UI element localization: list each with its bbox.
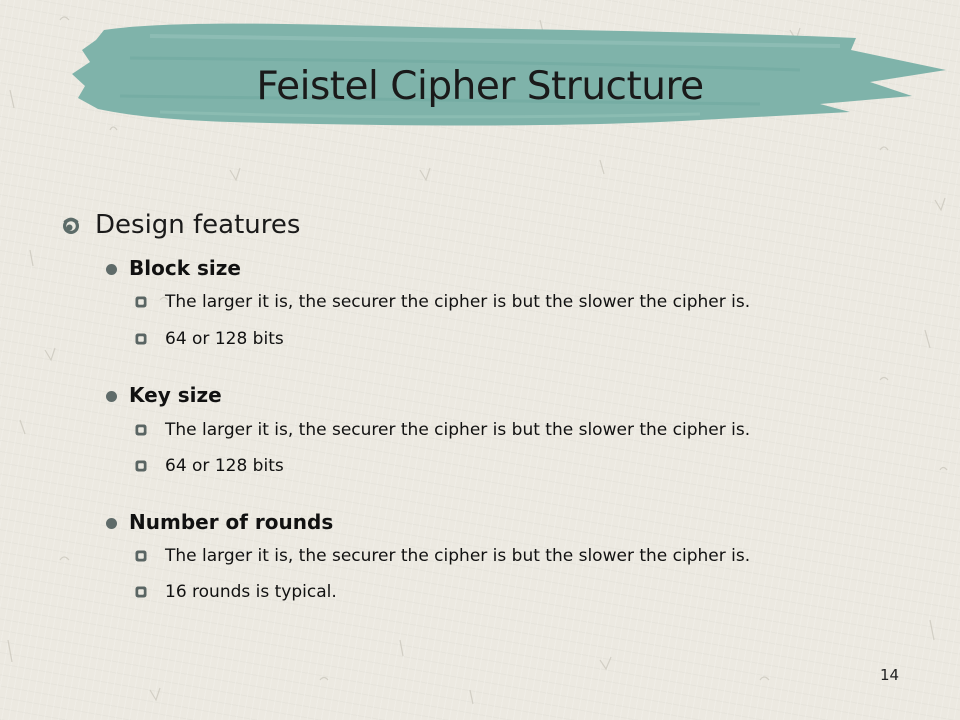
list-item: The larger it is, the securer the cipher… <box>135 420 750 440</box>
list-item: The larger it is, the securer the cipher… <box>135 292 750 312</box>
list-item: 64 or 128 bits <box>135 456 284 476</box>
bullet-dot-icon <box>106 517 117 529</box>
section-label: Block size <box>129 256 241 280</box>
list-item: 16 rounds is typical. <box>135 582 337 602</box>
section-label: Number of rounds <box>129 510 334 534</box>
bullet-dot-icon <box>106 390 117 402</box>
heading-row: Design features <box>60 210 300 240</box>
title-brush-stroke <box>72 23 946 126</box>
item-text: 16 rounds is typical. <box>165 582 337 602</box>
item-text: The larger it is, the securer the cipher… <box>165 546 751 566</box>
section-block-size: Block size <box>106 256 241 280</box>
list-item: The larger it is, the securer the cipher… <box>135 546 750 566</box>
list-item: 64 or 128 bits <box>135 329 284 349</box>
bullet-dot-icon <box>106 263 117 275</box>
slide-title: Feistel Cipher Structure <box>256 64 704 109</box>
square-bullet-icon <box>135 550 147 562</box>
square-bullet-icon <box>135 424 147 436</box>
section-key-size: Key size <box>106 383 222 407</box>
square-bullet-icon <box>135 296 147 308</box>
heading-design-features: Design features <box>95 210 301 240</box>
square-bullet-icon <box>135 333 147 345</box>
item-text: 64 or 128 bits <box>165 456 284 476</box>
item-text: 64 or 128 bits <box>165 329 284 349</box>
section-number-of-rounds: Number of rounds <box>106 510 333 534</box>
square-bullet-icon <box>135 586 147 598</box>
swirl-bullet-icon <box>63 217 79 234</box>
section-label: Key size <box>129 383 222 407</box>
item-text: The larger it is, the securer the cipher… <box>165 420 751 440</box>
item-text: The larger it is, the securer the cipher… <box>165 292 751 312</box>
page-number: 14 <box>880 666 900 684</box>
square-bullet-icon <box>135 460 147 472</box>
